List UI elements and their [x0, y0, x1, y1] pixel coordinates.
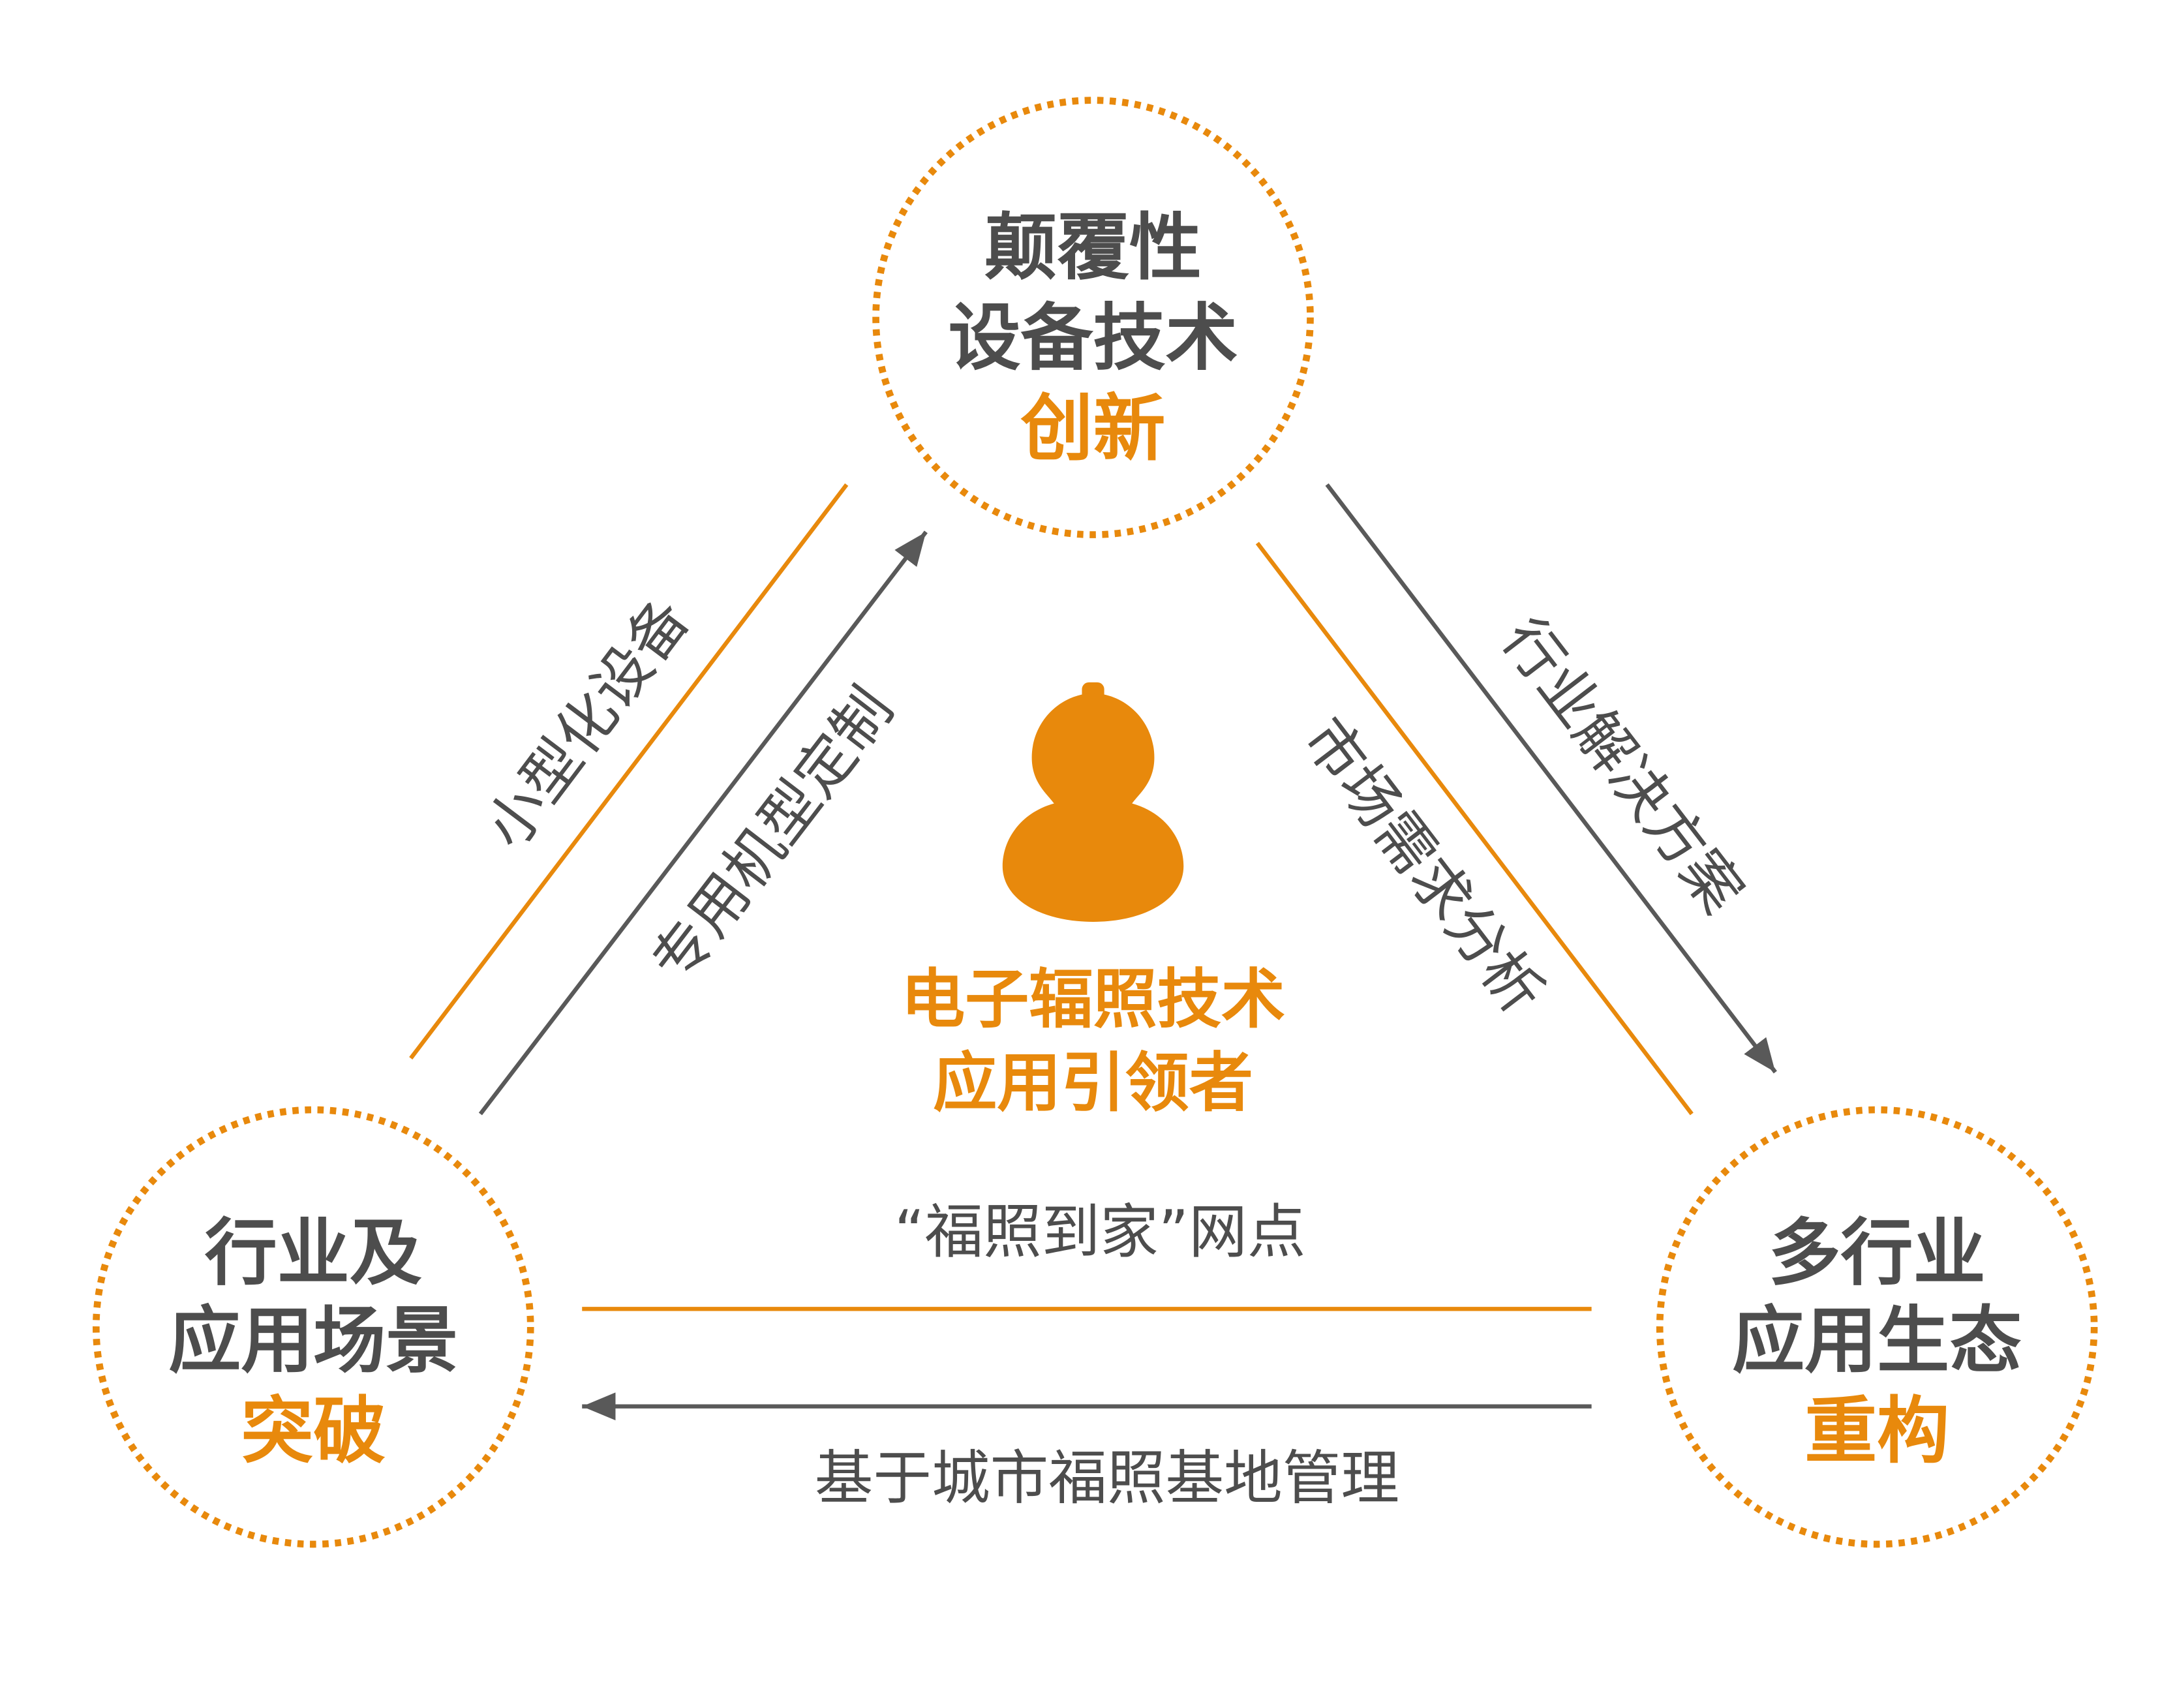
node-bottom-left-line-2: 应用场景: [168, 1299, 458, 1383]
node-top-line-1: 颠覆性: [984, 206, 1202, 290]
node-circle-bottom-right: [1656, 1106, 2098, 1548]
edge-label-right-arrow: 行业解决方案: [1489, 606, 1756, 926]
edge-label-left-arrow: 专用机型定制: [639, 676, 907, 996]
edge-label-bottom-orange: “福照到家”网点: [894, 1198, 1306, 1266]
node-bottom-right-highlight: 重构: [1804, 1390, 1949, 1474]
node-bottom-right-line-1: 多行业: [1769, 1211, 1986, 1295]
center-title-line-2: 应用引领者: [933, 1046, 1253, 1121]
node-bottom-left-highlight: 突破: [241, 1390, 386, 1474]
node-bottom-left: 行业及 应用场景 突破: [168, 1211, 458, 1473]
node-bottom-right-line-2: 应用生态: [1732, 1299, 2022, 1383]
center-title-line-1: 电子辐照技术: [901, 962, 1285, 1037]
edge-label-bottom-arrow: 基于城市福照基地管理: [815, 1445, 1399, 1513]
node-bottom-left-line-1: 行业及: [205, 1211, 422, 1295]
node-circle-bottom-left: [93, 1106, 534, 1548]
edge-line-left-orange: [409, 483, 849, 1060]
edge-line-right-orange: [1255, 541, 1694, 1116]
node-circle-top: [872, 97, 1314, 538]
node-top-line-2: 设备技术: [949, 296, 1238, 380]
gourd-icon: [1002, 682, 1184, 922]
edge-arrow-left: [478, 530, 928, 1116]
edge-arrow-right: [1325, 483, 1777, 1074]
gourd-body: [1002, 693, 1184, 922]
edge-label-left-orange: 小型化设备: [472, 587, 703, 861]
node-top-highlight: 创新: [1021, 387, 1166, 471]
edge-label-right-orange: 市场需求分析: [1290, 706, 1557, 1026]
node-bottom-right: 多行业 应用生态 重构: [1732, 1211, 2022, 1473]
node-top: 颠覆性 设备技术 创新: [949, 206, 1238, 470]
